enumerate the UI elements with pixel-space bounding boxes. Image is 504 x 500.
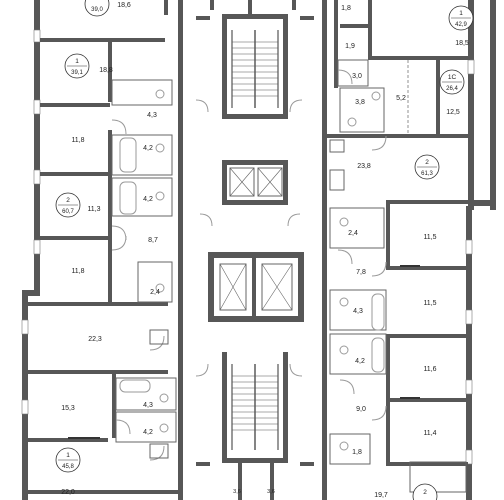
room-area: 1,8 [341,5,351,12]
apartment-area: 60,7 [62,209,74,215]
stair-bottom [231,364,279,450]
room-area: 3,8 [355,99,365,106]
room-area: 19,7 [374,492,388,499]
room-area: 1,8 [352,449,362,456]
stair-top [231,30,279,108]
room-area: 11,6 [423,366,436,373]
room-area: 8,7 [148,237,158,244]
room-area: 22,3 [88,336,102,343]
room-area: 5,2 [396,95,406,102]
room-area: 11,8 [71,137,84,144]
room-area: 11,5 [423,300,436,307]
room-area: 18,6 [117,2,131,9]
room-area: 4,2 [143,429,153,436]
room-area: 11,4 [423,430,436,437]
apartment-badge: 2 [412,483,438,500]
room-area: 22,0 [61,489,75,496]
room-area: 18,5 [455,40,469,47]
apartment-rooms: 2 [425,159,429,166]
room-area: 15,3 [61,405,75,412]
room-area: 4,2 [355,358,365,365]
apartment-rooms: 1С [448,74,457,81]
apartment-rooms: 2 [423,489,427,496]
apartment-rooms: 1 [75,58,79,65]
apartment-badge: 1 42,9 [448,5,474,31]
room-area: 11,5 [423,234,436,241]
apartment-badge: 39,0 [84,0,110,17]
room-area: 23,8 [357,163,371,170]
apartment-badge: 1 39,1 [64,53,90,79]
room-area: 1,9 [345,43,355,50]
left-wing [21,0,183,500]
right-wing [327,0,496,500]
room-area: 4,3 [147,112,157,119]
apartment-badge: 2 60,7 [55,192,81,218]
apartment-area: 42,9 [455,22,467,28]
room-area: 9,0 [356,406,366,413]
apartment-rooms: 2 [66,197,70,204]
room-area: 3,6 [267,489,275,495]
apartment-badge: 2 61,3 [414,154,440,180]
room-area: 7,8 [356,269,366,276]
room-area: 2,4 [348,230,358,237]
apartment-area: 39,0 [91,7,103,13]
apartment-badge: 1 45,8 [55,447,81,473]
room-area: 4,2 [143,196,153,203]
room-area: 11,3 [87,206,100,213]
room-area: 2,4 [150,289,160,296]
room-area: 4,3 [353,308,363,315]
room-area: 3,6 [233,489,241,495]
room-area: 4,2 [143,145,153,152]
central-core [195,0,327,500]
room-area: 3,0 [352,73,362,80]
room-labels: 18,6 18,8 4,3 11,8 4,2 11,3 4,2 8,7 11,8… [61,2,469,499]
apartment-area: 45,8 [62,464,74,470]
room-area: 12,5 [446,109,460,116]
apartment-rooms: 1 [66,452,70,459]
apartment-rooms: 1 [459,10,463,17]
apartment-area: 39,1 [71,70,83,76]
room-area: 18,8 [99,67,113,74]
apartment-area: 26,4 [446,86,458,92]
apartment-area: 61,3 [421,171,433,177]
room-area: 4,3 [143,402,153,409]
room-area: 11,8 [71,268,84,275]
apartment-badge: 1С 26,4 [439,69,465,95]
